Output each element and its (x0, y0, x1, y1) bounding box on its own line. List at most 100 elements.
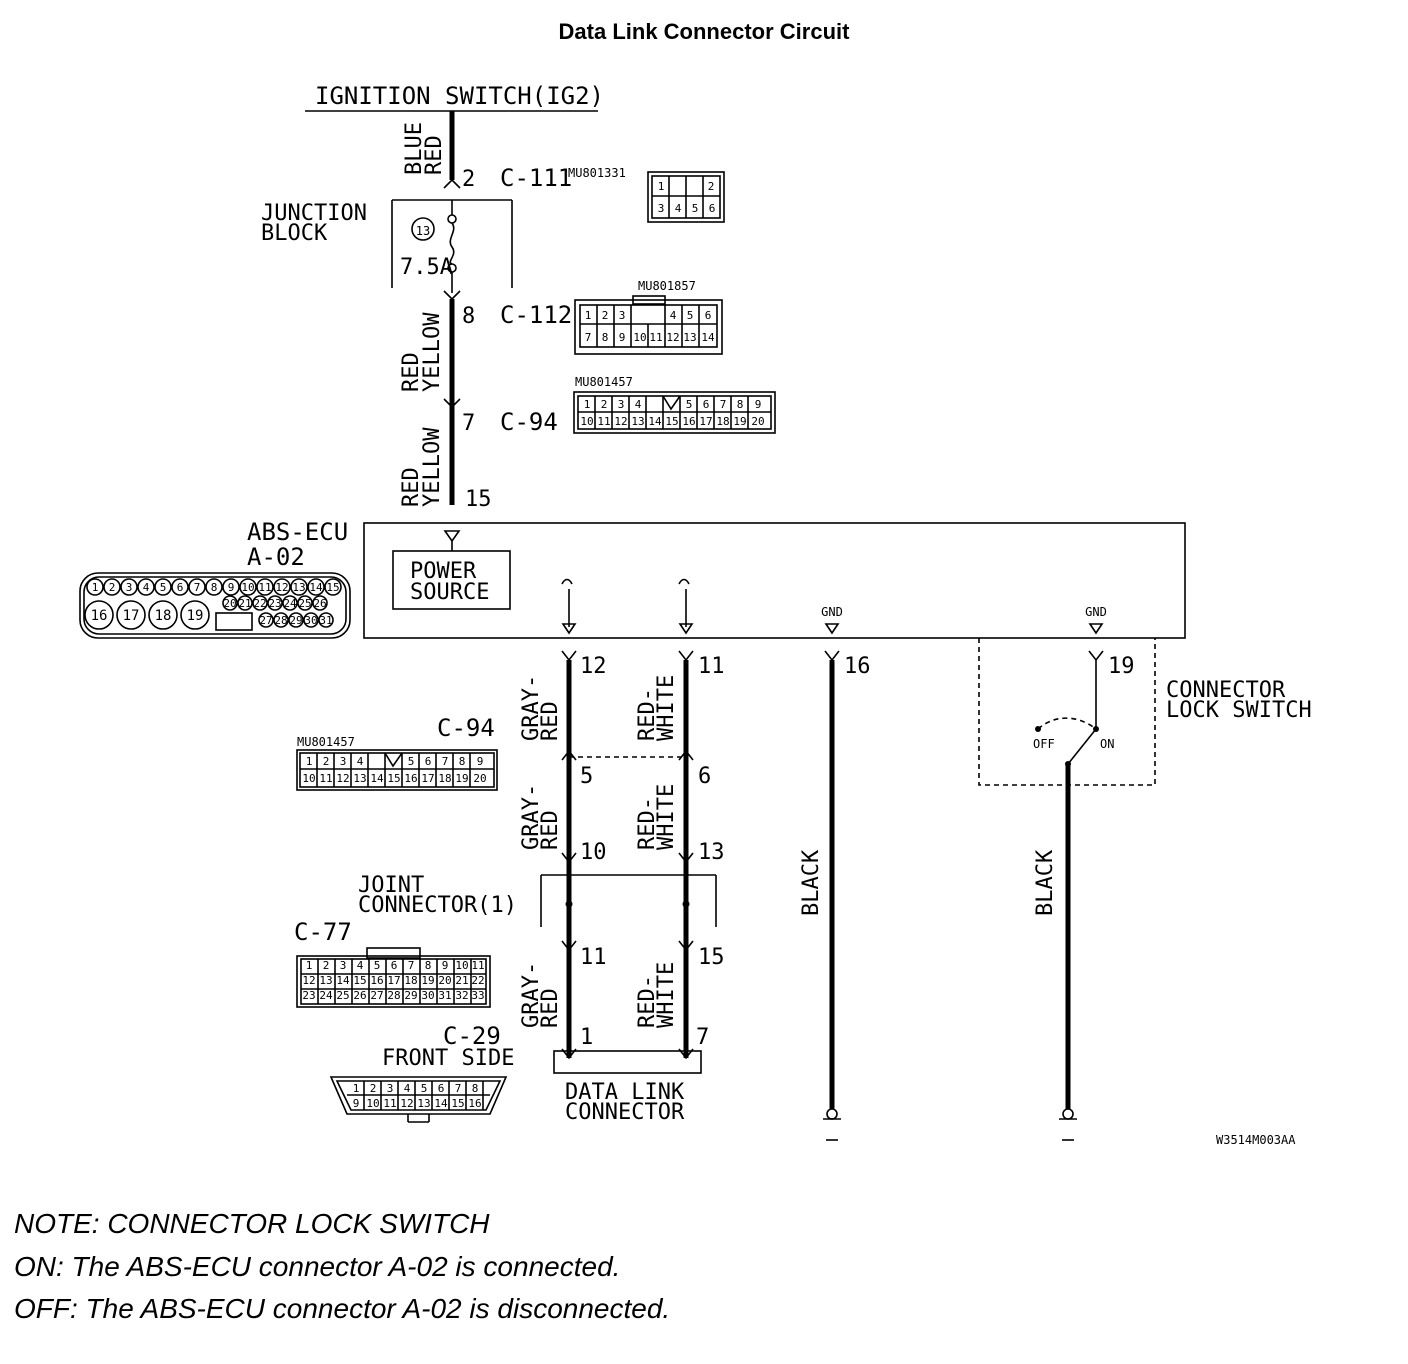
c94-lower-pin-17: 17 (421, 772, 434, 785)
c112-pin-11: 11 (649, 331, 662, 344)
c112-pin-2: 2 (602, 309, 609, 322)
a02-pin-5: 5 (160, 581, 167, 594)
c77-pin-18: 18 (404, 974, 417, 987)
abs-ecu-box (363, 522, 1186, 639)
c94-top-pin-1: 1 (584, 398, 591, 411)
c111-pin-4: 4 (675, 202, 682, 215)
c112-pin-14: 14 (701, 331, 715, 344)
a02-pin-16: 16 (91, 608, 108, 624)
c77-right-arrow (678, 940, 694, 952)
pin11-label: 11 (698, 654, 725, 679)
a02-pin-10: 10 (241, 581, 254, 594)
gray-red-lower-line1: GRAY- (519, 962, 544, 1028)
c94-label: C-94 (500, 408, 558, 436)
pin6-arrow-up (678, 749, 694, 761)
red-white-lower-line1: RED- (635, 975, 660, 1028)
pin11-arrow (678, 650, 694, 662)
ground-terminal-left (826, 1108, 838, 1120)
c111-pin-6: 6 (709, 202, 716, 215)
c94-lower-pin-19: 19 (455, 772, 468, 785)
c94-lower-label: C-94 (437, 714, 495, 742)
a02-pin-8: 8 (211, 581, 218, 594)
c77-pin-13: 13 (319, 974, 332, 987)
wire-bottom-color-1: RED (399, 467, 424, 507)
c29-pin-1: 1 (353, 1082, 360, 1095)
a02-pin-22: 22 (253, 597, 266, 610)
ecu-signal-left-mark (561, 578, 573, 585)
c112-pin-8: 8 (602, 331, 609, 344)
c29-pin-12: 12 (400, 1097, 413, 1110)
a02-pin-7: 7 (194, 581, 201, 594)
dlc-right-arrow (678, 1048, 694, 1060)
c29-pin-3: 3 (387, 1082, 394, 1095)
pin6-label: 6 (698, 764, 711, 789)
wire-top-color-1: BLUE (402, 122, 427, 175)
c94-top-pin-19: 19 (733, 415, 746, 428)
a02-pin-18: 18 (155, 608, 172, 624)
c94-lower-pin-1: 1 (306, 755, 313, 768)
c77-pin-1: 1 (306, 959, 313, 972)
c94-lower-pin-2: 2 (323, 755, 330, 768)
c94-top-pin-16: 16 (682, 415, 695, 428)
c112-pin-12: 12 (666, 331, 679, 344)
c94-lower-pin-6: 6 (425, 755, 432, 768)
gray-red-mid-line1: GRAY- (519, 784, 544, 850)
c94-lower-pin-5: 5 (408, 755, 415, 768)
black-wire-left-label: BLACK (799, 849, 824, 916)
a02-pin-6: 6 (177, 581, 184, 594)
c111-label: C-111 (500, 164, 572, 192)
c94-top-pin-9: 9 (755, 398, 762, 411)
c112-code: MU801857 (638, 279, 696, 293)
a02-pin-1: 1 (92, 581, 99, 594)
c94-top-pin-18: 18 (716, 415, 729, 428)
switch-on-label: ON (1100, 737, 1114, 751)
c112-pin-1: 1 (585, 309, 592, 322)
pin11-b-label: 11 (580, 945, 607, 970)
c77-pin-29: 29 (404, 989, 417, 1002)
c94-top-pin-20: 20 (751, 415, 764, 428)
c112-pin-10: 10 (633, 331, 646, 344)
a02-pin-3: 3 (126, 581, 133, 594)
wire-mid-color-2: YELLOW (420, 312, 445, 392)
abs-ecu-label-line1: ABS-ECU (247, 518, 348, 546)
note-line-1: NOTE: CONNECTOR LOCK SWITCH (14, 1208, 490, 1239)
a02-pin-15: 15 (326, 581, 339, 594)
c94-lower-pin-14: 14 (370, 772, 384, 785)
c77-pin-26: 26 (353, 989, 366, 1002)
c29-label: C-29 (443, 1022, 501, 1050)
connector-c112: 1 2 3 4 5 6 7 8 9 10 11 12 13 14 (574, 295, 723, 355)
c112-pin-5: 5 (687, 309, 694, 322)
gnd-left-arrow (824, 623, 840, 635)
fuse-terminal-top (447, 214, 457, 224)
fuse-number: 13 (416, 224, 430, 238)
a02-pin-27: 27 (259, 614, 272, 627)
c112-pin-3: 3 (619, 309, 626, 322)
black-wire-right-label: BLACK (1033, 849, 1058, 916)
c77-pin-25: 25 (336, 989, 349, 1002)
joint-label-line1: JOINT (358, 873, 424, 898)
gnd-right-label: GND (1085, 605, 1107, 619)
c77-pin-15: 15 (353, 974, 366, 987)
c77-pin-20: 20 (438, 974, 451, 987)
switch-off-label: OFF (1033, 737, 1055, 751)
data-link-connector-box (553, 1050, 702, 1074)
gnd-right-arrow (1088, 623, 1104, 635)
c29-pin-16: 16 (468, 1097, 481, 1110)
c111-code: MU801331 (568, 166, 626, 180)
a02-pin-2: 2 (109, 581, 116, 594)
a02-pin-11: 11 (258, 581, 271, 594)
pin5-label: 5 (580, 764, 593, 789)
c94-top-pin-3: 3 (618, 398, 625, 411)
a02-pin-20: 20 (223, 597, 236, 610)
c77-pin-14: 14 (336, 974, 350, 987)
c29-pin-9: 9 (353, 1097, 360, 1110)
c112-label: C-112 (500, 301, 572, 329)
page-title: Data Link Connector Circuit (559, 19, 851, 44)
c29-pin-14: 14 (434, 1097, 448, 1110)
note-line-3: OFF: The ABS-ECU connector A-02 is disco… (14, 1293, 670, 1324)
a02-pin-31: 31 (319, 614, 332, 627)
c112-pin-13: 13 (683, 331, 696, 344)
drawing-code: W3514M003AA (1216, 1133, 1296, 1147)
gnd-left-label: GND (821, 605, 843, 619)
pin10-arrow (561, 852, 577, 864)
